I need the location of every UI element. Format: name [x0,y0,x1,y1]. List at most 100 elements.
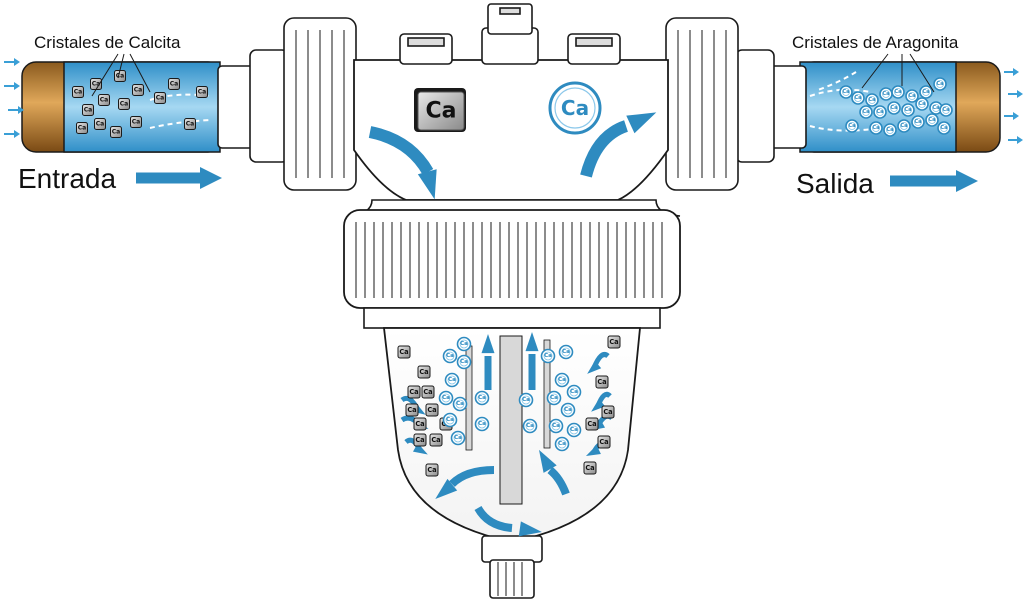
left-coupling [217,17,357,191]
svg-text:Ca: Ca [942,107,950,113]
calcite-crystal: Ca [595,375,609,389]
svg-text:Ca: Ca [928,117,936,123]
calcite-crystal: Ca [76,122,88,134]
aragonite-crystal: Ca [879,87,893,101]
svg-text:Ca: Ca [587,420,596,428]
calcite-crystal: Ca [154,92,166,104]
aragonite-crystal: Ca [939,103,953,117]
arrow-head [417,169,437,200]
svg-text:Ca: Ca [407,406,416,414]
svg-text:Ca: Ca [134,87,143,94]
aragonite-crystal: Ca [456,354,472,370]
outlet-arrow [890,170,978,192]
top-ports [399,3,621,65]
calcite-crystal: Ca [94,118,106,130]
svg-text:Ca: Ca [894,89,902,95]
svg-text:Ca: Ca [558,377,566,383]
arrow-head [539,449,557,473]
svg-text:Ca: Ca [570,389,578,395]
svg-text:Ca: Ca [96,121,105,128]
calcite-crystal: Ca [597,435,611,449]
aragonite-crystal: Ca [566,384,582,400]
aragonite-crystal: Ca [851,91,865,105]
svg-text:Ca: Ca [544,353,552,359]
aragonite-crystal: Ca [558,344,574,360]
inflow-spray-arrow [4,58,20,66]
svg-text:Ca: Ca [132,119,141,126]
svg-text:Ca: Ca [456,401,464,407]
aragonite-crystal: Ca [937,121,951,135]
svg-text:Ca: Ca [426,99,457,124]
calcite-symbol-icon: Ca [414,88,466,132]
aragonite-crystal: Ca [474,390,490,406]
drain-outlet [481,535,543,599]
head-outflow-arrow [580,120,629,178]
calcite-crystal: Ca [407,385,421,399]
svg-text:Ca: Ca [890,105,898,111]
aragonite-crystal: Ca [554,436,570,452]
aragonite-crystal: Ca [452,396,468,412]
svg-text:Ca: Ca [448,377,456,383]
aragonite-crystal: Ca [438,390,454,406]
svg-text:Ca: Ca [84,107,93,114]
svg-text:Ca: Ca [904,107,912,113]
calcite-crystal: Ca [110,126,122,138]
svg-text:Ca: Ca [564,407,572,413]
svg-text:Ca: Ca [908,93,916,99]
outlet-label: Salida [796,168,874,199]
aragonite-crystal: Ca [548,418,564,434]
svg-text:Ca: Ca [886,127,894,133]
calcite-crystal: Ca [196,86,208,98]
svg-text:Ca: Ca [78,125,87,132]
svg-text:Ca: Ca [186,121,195,128]
aragonite-crystal: Ca [891,85,905,99]
aragonite-crystal: Ca [925,113,939,127]
aragonite-symbol-icon: Ca [548,81,602,135]
bowl-bottom-arrow [474,505,513,532]
svg-text:Ca: Ca [478,421,486,427]
svg-text:Ca: Ca [936,81,944,87]
svg-text:Ca: Ca [597,378,606,386]
calcite-crystal: Ca [417,365,431,379]
svg-text:Ca: Ca [848,123,856,129]
aragonite-crystal: Ca [522,418,538,434]
svg-text:Ca: Ca [460,359,468,365]
svg-text:Ca: Ca [842,89,850,95]
svg-text:Ca: Ca [92,81,101,88]
aragonite-crystal: Ca [929,101,943,115]
outflow-spray-arrow [1008,90,1023,98]
aragonite-crystal: Ca [865,93,879,107]
calcite-crystal: Ca [98,94,110,106]
ribbed-ring [343,209,681,309]
svg-text:Ca: Ca [409,388,418,396]
calcite-crystal: Ca [601,405,615,419]
svg-text:Ca: Ca [198,89,207,96]
svg-text:Ca: Ca [603,408,612,416]
svg-text:Ca: Ca [570,427,578,433]
aragonite-crystal: Ca [566,422,582,438]
aragonite-crystal: Ca [444,372,460,388]
aragonite-crystal: Ca [919,85,933,99]
svg-text:Ca: Ca [460,341,468,347]
calcite-crystal: Ca [405,403,419,417]
svg-text:Ca: Ca [415,436,424,444]
calcite-crystal: Ca [583,461,597,475]
svg-text:Ca: Ca [882,91,890,97]
head-inflow-arrow [368,126,434,176]
outflow-spray-arrow [1008,136,1023,144]
outflow-spray-arrow [1004,68,1019,76]
calcite-crystal: Ca [168,78,180,90]
svg-text:Ca: Ca [454,435,462,441]
aragonite-crystal: Ca [887,101,901,115]
aragonite-crystal: Ca [873,105,887,119]
aragonite-crystal: Ca [554,372,570,388]
svg-text:Ca: Ca [156,95,165,102]
svg-text:Ca: Ca [922,89,930,95]
calcite-crystal: Ca [184,118,196,130]
bowl-collar [363,307,661,329]
aragonite-crystal: Ca [442,412,458,428]
aragonite-crystals-label: Cristales de Aragonita [792,33,959,52]
aragonite-crystal: Ca [450,430,466,446]
aragonite-crystal: Ca [897,119,911,133]
calcite-crystal: Ca [72,86,84,98]
